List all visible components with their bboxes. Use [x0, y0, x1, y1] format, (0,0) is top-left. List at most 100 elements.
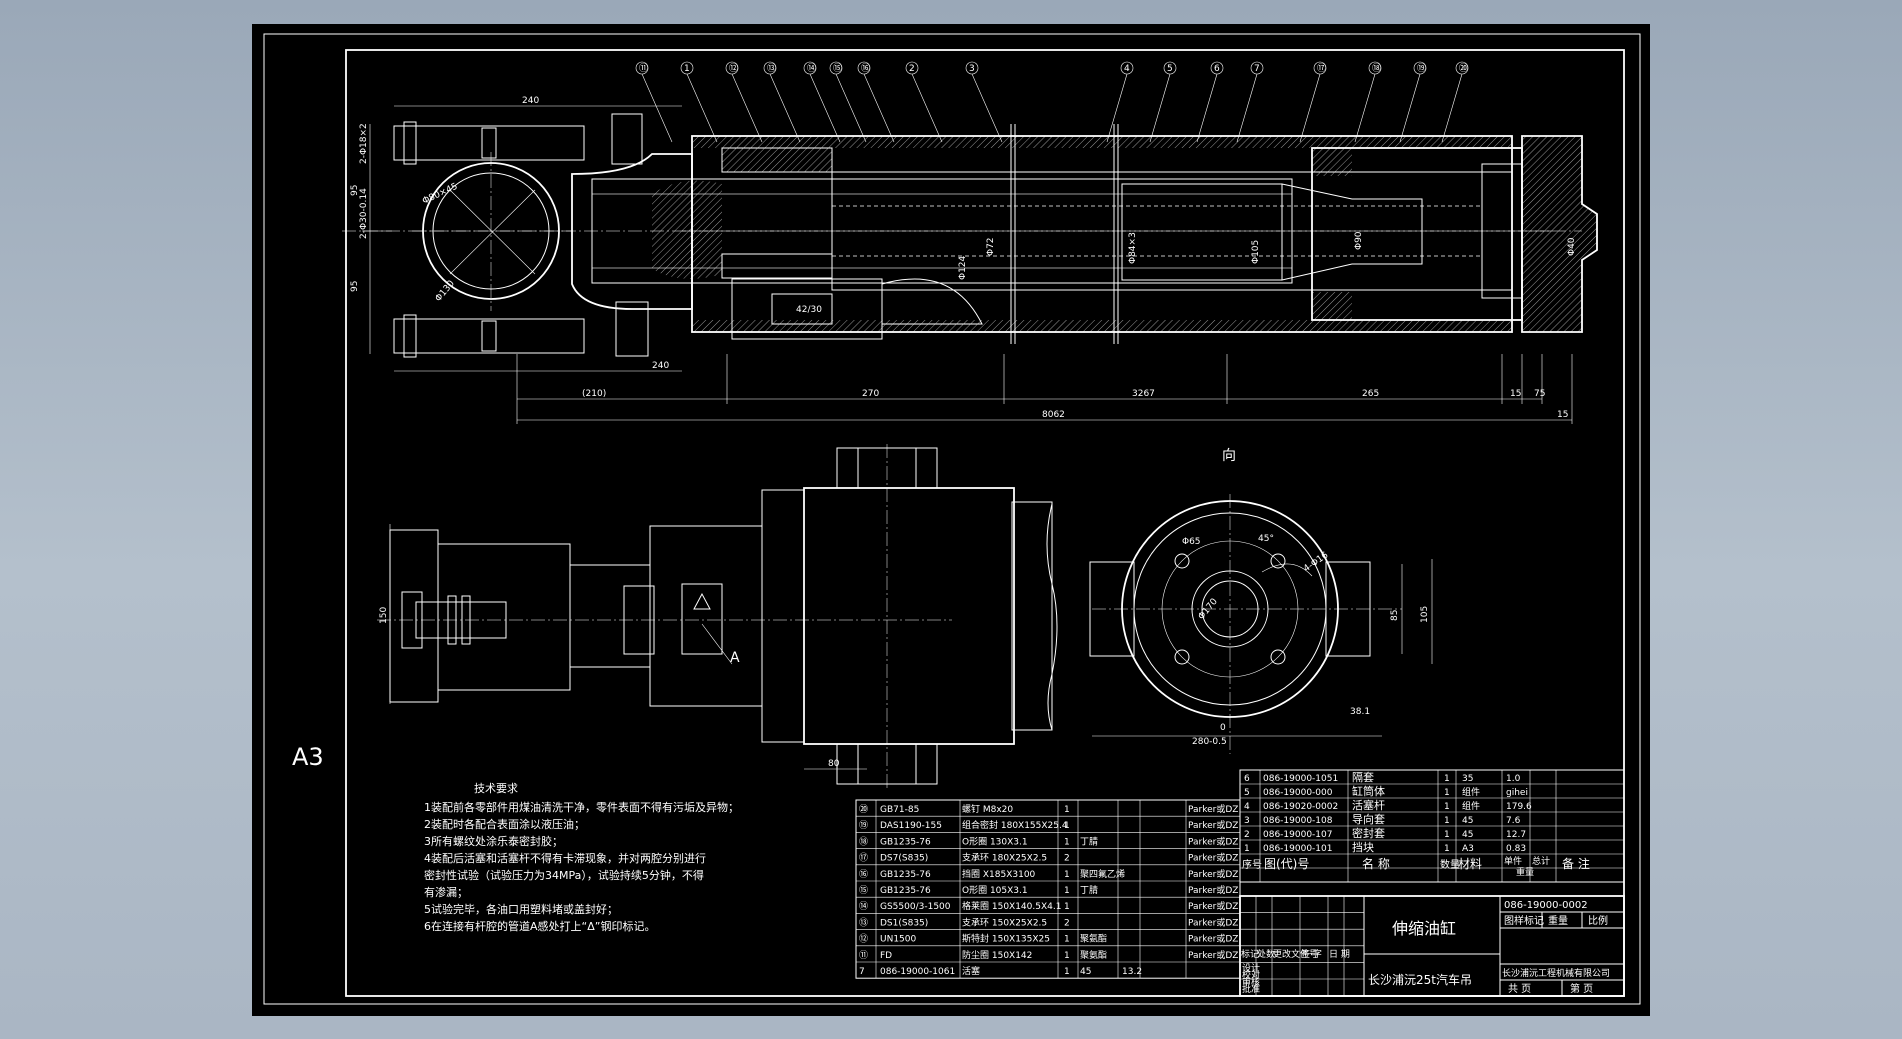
- dim-end-4: Φ170: [1197, 597, 1220, 622]
- svg-text:UN1500: UN1500: [880, 935, 916, 945]
- svg-text:Parker或DZ: Parker或DZ: [1188, 884, 1238, 896]
- svg-text:挡圈 X185X3100: 挡圈 X185X3100: [962, 868, 1036, 880]
- tech-req-line: 3所有螺纹处涂乐泰密封胶；: [424, 834, 563, 848]
- dim-end-8: 280-0.5: [1192, 737, 1227, 747]
- dim-inner-4: Φ84×3: [1128, 232, 1138, 264]
- dim-inner-6: Φ90: [1354, 231, 1364, 250]
- rev-col-label: 更改文件号: [1273, 948, 1318, 960]
- svg-text:086-19000-000: 086-19000-000: [1263, 788, 1333, 798]
- svg-text:2: 2: [1064, 854, 1070, 864]
- svg-text:086-19000-101: 086-19000-101: [1263, 844, 1332, 854]
- outer-frame: [263, 33, 1641, 1005]
- side-view: A 150 80: [377, 444, 1058, 789]
- svg-text:⑯: ⑯: [861, 63, 870, 74]
- svg-text:3: 3: [969, 64, 975, 74]
- scale-label: 比例: [1588, 914, 1608, 927]
- dim-3267: 3267: [1132, 389, 1155, 399]
- part-balloon: ⑱: [1354, 61, 1382, 143]
- svg-text:Parker或DZ: Parker或DZ: [1188, 900, 1238, 912]
- svg-text:单件: 单件: [1504, 855, 1522, 867]
- drawing-sheet: A3: [252, 24, 1650, 1016]
- svg-text:1: 1: [1064, 902, 1070, 912]
- title-block: 伸缩油缸 长沙浦沅25t汽车吊 086-19000-0002 图样标记 重量 比…: [1239, 895, 1625, 997]
- svg-text:螺钉 M8x20: 螺钉 M8x20: [962, 804, 1013, 815]
- svg-text:Parker或DZ: Parker或DZ: [1188, 835, 1238, 847]
- svg-text:DS1(S835): DS1(S835): [880, 918, 928, 928]
- sheet-size-label: A3: [292, 743, 324, 771]
- dim-eye-r: Φ130: [434, 279, 457, 304]
- svg-text:1: 1: [1444, 830, 1450, 840]
- drawing-number: 086-19000-0002: [1504, 900, 1588, 911]
- part-balloon: ⑪: [635, 61, 673, 143]
- svg-text:DS7(S835): DS7(S835): [880, 854, 928, 864]
- svg-text:1: 1: [1064, 967, 1070, 977]
- svg-text:12.7: 12.7: [1506, 830, 1526, 840]
- dim-inner-3: Φ72: [986, 237, 996, 256]
- svg-text:⑮: ⑮: [833, 63, 842, 74]
- svg-text:重量: 重量: [1516, 866, 1534, 878]
- svg-text:1: 1: [1444, 788, 1450, 798]
- drawing-name: 伸缩油缸: [1392, 919, 1456, 938]
- svg-text:1: 1: [1064, 870, 1070, 880]
- svg-text:导向套: 导向套: [1352, 812, 1385, 826]
- tech-requirements: 技术要求 1装配前各零部件用煤油清洗干净，零件表面不得有污垢及异物； 2装配时各…: [424, 782, 739, 933]
- svg-text:支承环 150X25X2.5: 支承环 150X25X2.5: [962, 916, 1047, 928]
- dim-end-5: 85: [1390, 610, 1400, 621]
- svg-text:缸筒体: 缸筒体: [1352, 784, 1385, 798]
- end-view: 向 Φ65 45° 4-Φ16 Φ170 85 105 38.1 280-0.5…: [1089, 448, 1433, 754]
- dim-left-3: 95: [350, 185, 360, 196]
- svg-text:⑪: ⑪: [639, 63, 648, 74]
- svg-text:总计: 总计: [1532, 855, 1550, 867]
- svg-text:5: 5: [1167, 64, 1173, 74]
- svg-text:Parker或DZ: Parker或DZ: [1188, 803, 1238, 815]
- tech-req-title: 技术要求: [474, 782, 518, 795]
- svg-text:GS5500/3-1500: GS5500/3-1500: [880, 902, 951, 912]
- dim-inner-2: 42/30: [796, 305, 822, 315]
- svg-text:序号: 序号: [1242, 858, 1262, 871]
- part-balloon: 3: [965, 61, 1003, 143]
- svg-text:Parker或DZ: Parker或DZ: [1188, 819, 1238, 831]
- svg-text:⑭: ⑭: [859, 901, 868, 912]
- svg-text:⑱: ⑱: [859, 836, 868, 847]
- svg-text:⑰: ⑰: [859, 853, 868, 864]
- svg-text:聚氨酯: 聚氨酯: [1080, 933, 1107, 945]
- svg-text:聚四氟乙烯: 聚四氟乙烯: [1080, 868, 1125, 880]
- svg-text:⑫: ⑫: [729, 63, 738, 74]
- tech-req-line: 密封性试验（试验压力为34MPa），试验持续5分钟，不得: [424, 868, 704, 882]
- dim-left-2: 2-Φ30-0.14: [359, 188, 369, 239]
- svg-text:⑬: ⑬: [767, 63, 776, 74]
- svg-text:⑳: ⑳: [1459, 63, 1468, 74]
- svg-text:1: 1: [684, 64, 690, 74]
- svg-text:⑮: ⑮: [859, 885, 868, 896]
- svg-text:⑰: ⑰: [1317, 63, 1326, 74]
- svg-text:⑯: ⑯: [859, 869, 868, 880]
- svg-text:备 注: 备 注: [1562, 856, 1590, 871]
- part-balloon: ⑳: [1441, 61, 1469, 143]
- svg-text:7.6: 7.6: [1506, 816, 1521, 826]
- part-balloon: 7: [1236, 61, 1264, 143]
- dim-240-bottom: 240: [652, 361, 669, 371]
- svg-text:1: 1: [1064, 951, 1070, 961]
- svg-text:支承环 180X25X2.5: 支承环 180X25X2.5: [962, 852, 1047, 864]
- svg-text:⑬: ⑬: [859, 917, 868, 928]
- part-balloon: ⑲: [1399, 61, 1427, 143]
- cad-drawing: A3: [263, 33, 1641, 1005]
- part-balloon: 5: [1149, 61, 1177, 143]
- svg-text:⑭: ⑭: [807, 63, 816, 74]
- svg-text:6: 6: [1244, 774, 1250, 784]
- svg-text:6: 6: [1214, 64, 1220, 74]
- svg-text:2: 2: [1244, 830, 1250, 840]
- tech-req-line: 有渗漏；: [424, 885, 468, 899]
- svg-text:Parker或DZ: Parker或DZ: [1188, 916, 1238, 928]
- svg-text:⑱: ⑱: [1372, 63, 1381, 74]
- svg-text:2: 2: [909, 64, 915, 74]
- svg-text:086-19000-1051: 086-19000-1051: [1263, 774, 1338, 784]
- svg-text:13.2: 13.2: [1122, 967, 1142, 977]
- company-name: 长沙浦沅工程机械有限公司: [1502, 967, 1610, 979]
